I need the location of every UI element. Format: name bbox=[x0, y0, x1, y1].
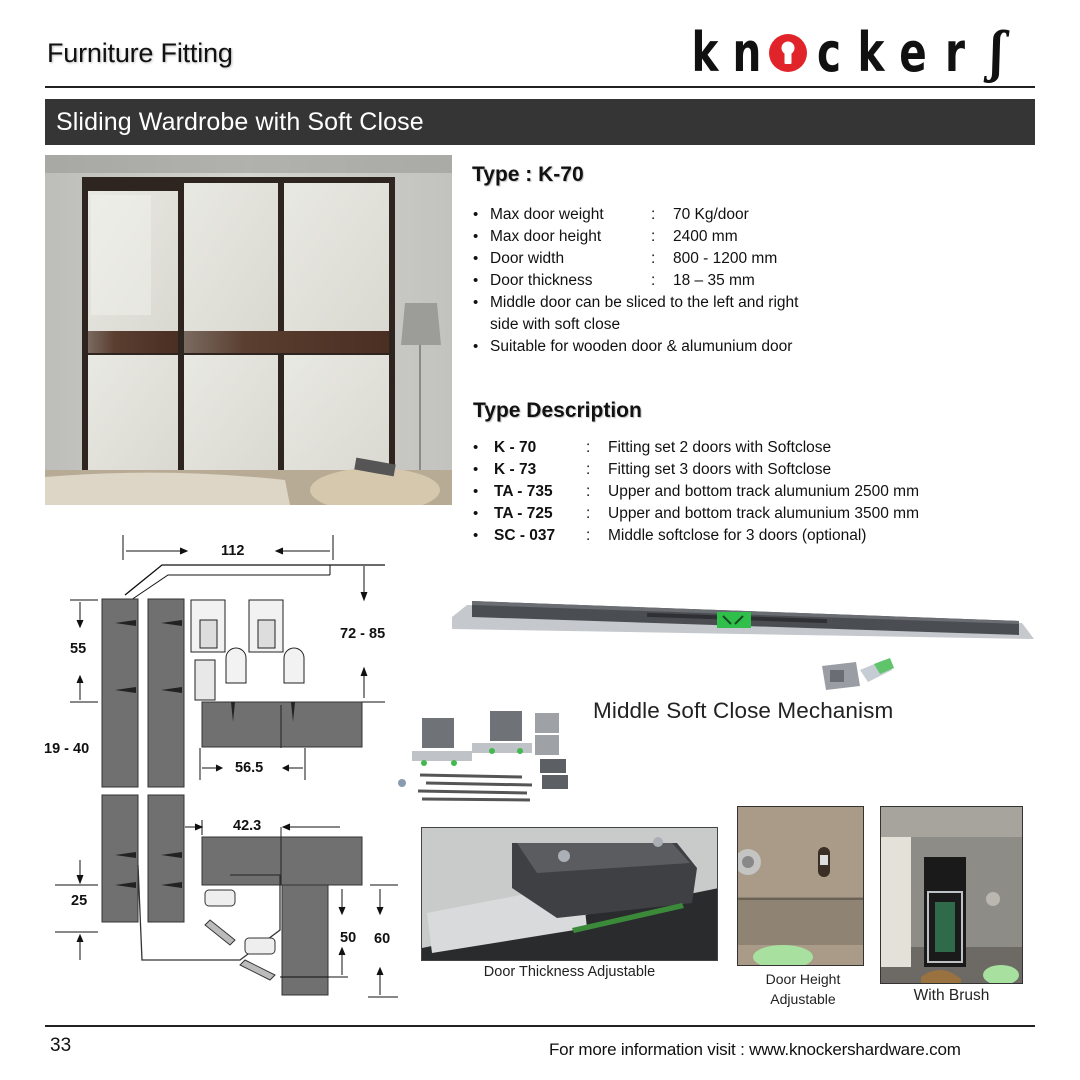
type-code: SC - 037 bbox=[494, 527, 556, 544]
type-code: K - 73 bbox=[494, 461, 537, 478]
spec-label: Max door weight bbox=[490, 206, 604, 223]
dim-track-offset: 56.5 bbox=[235, 760, 264, 776]
spec-item: Max door weight : 70 Kg/door bbox=[472, 204, 892, 226]
spec-colon: : bbox=[651, 206, 656, 223]
page-number: 33 bbox=[50, 1035, 72, 1056]
dim-bottom-offset: 42.3 bbox=[233, 818, 262, 834]
type-item: SC - 037 : Middle softclose for 3 doors … bbox=[472, 525, 992, 547]
spec-item: Door thickness : 18 – 35 mm bbox=[472, 270, 892, 292]
spec-note: Middle door can be sliced to the left an… bbox=[472, 292, 892, 336]
logo-letter-k2: k bbox=[857, 21, 885, 85]
spec-item: Max door height : 2400 mm bbox=[472, 226, 892, 248]
type-desc: Fitting set 2 doors with Softclose bbox=[608, 439, 832, 456]
type-code: TA - 725 bbox=[494, 505, 553, 522]
type-description-title: Type Description bbox=[473, 399, 642, 422]
section-title-bar: Sliding Wardrobe with Soft Close bbox=[45, 99, 1035, 145]
type-colon: : bbox=[586, 527, 591, 544]
logo-letter-c: c bbox=[816, 21, 842, 85]
with-brush-photo bbox=[880, 806, 1023, 984]
spec-value: 18 – 35 mm bbox=[673, 272, 755, 289]
door-height-caption-line1: Door Height bbox=[765, 971, 841, 987]
logo-letter-k: k bbox=[691, 21, 719, 85]
spec-note-line2: side with soft close bbox=[490, 316, 621, 333]
spec-label: Max door height bbox=[490, 228, 602, 245]
type-code: TA - 735 bbox=[494, 483, 553, 500]
with-brush-caption: With Brush bbox=[913, 987, 990, 1004]
dim-door-thickness: 19 - 40 bbox=[44, 741, 90, 757]
fitting-kit-photo bbox=[392, 703, 588, 803]
technical-diagram: 112 72 - 85 55 19 - 40 56.5 42.3 25 50 6… bbox=[30, 530, 410, 1010]
spec-list: Max door weight : 70 Kg/door Max door he… bbox=[472, 204, 892, 358]
spec-note-line1: Middle door can be sliced to the left an… bbox=[490, 294, 799, 311]
dim-screw-spacing-top: 55 bbox=[70, 641, 87, 657]
logo-letter-n: n bbox=[732, 21, 762, 85]
type-item: TA - 725 : Upper and bottom track alumun… bbox=[472, 503, 992, 525]
spec-value: 2400 mm bbox=[673, 228, 738, 245]
footer-divider bbox=[45, 1025, 1035, 1027]
spec-label: Door width bbox=[490, 250, 565, 267]
logo-letter-e: e bbox=[899, 21, 927, 85]
website-info: For more information visit : www.knocker… bbox=[549, 1040, 961, 1059]
type-description-list: K - 70 : Fitting set 2 doors with Softcl… bbox=[472, 437, 992, 547]
spec-colon: : bbox=[651, 228, 656, 245]
type-colon: : bbox=[586, 483, 591, 500]
type-item: TA - 735 : Upper and bottom track alumun… bbox=[472, 481, 992, 503]
spec-note-text: Suitable for wooden door & alumunium doo… bbox=[490, 338, 793, 355]
spec-colon: : bbox=[651, 250, 656, 267]
dim-bottom-inner-height: 50 bbox=[340, 930, 357, 946]
door-height-caption-line2: Adjustable bbox=[770, 991, 836, 1007]
door-thickness-photo bbox=[421, 827, 718, 961]
type-item: K - 73 : Fitting set 3 doors with Softcl… bbox=[472, 459, 992, 481]
logo-letter-s: ʃ bbox=[990, 20, 1004, 85]
door-height-caption: Door Height Adjustable bbox=[737, 969, 869, 1009]
spec-note-text: Middle door can be sliced to the left an… bbox=[490, 292, 870, 336]
keyhole-icon bbox=[766, 31, 810, 75]
dim-top-width: 112 bbox=[221, 543, 245, 559]
door-thickness-caption: Door Thickness Adjustable bbox=[483, 964, 656, 980]
soft-close-track-image bbox=[447, 597, 1034, 645]
brand-logo: k n c k e r ʃ bbox=[684, 20, 1018, 85]
spec-value: 800 - 1200 mm bbox=[673, 250, 778, 267]
spec-item: Door width : 800 - 1200 mm bbox=[472, 248, 892, 270]
logo-letter-r: r bbox=[944, 21, 966, 85]
page-title: Furniture Fitting bbox=[47, 38, 233, 68]
soft-close-clip-image bbox=[816, 656, 896, 692]
spec-label: Door thickness bbox=[490, 272, 593, 289]
spec-value: 70 Kg/door bbox=[673, 206, 749, 223]
mechanism-caption: Middle Soft Close Mechanism bbox=[593, 698, 894, 723]
door-height-photo bbox=[737, 806, 864, 966]
type-colon: : bbox=[586, 505, 591, 522]
spec-type-title: Type : K-70 bbox=[472, 163, 584, 186]
header-divider bbox=[45, 86, 1035, 88]
type-code: K - 70 bbox=[494, 439, 537, 456]
spec-colon: : bbox=[651, 272, 656, 289]
type-desc: Upper and bottom track alumunium 2500 mm bbox=[608, 483, 920, 500]
dim-screw-spacing-bottom: 25 bbox=[71, 893, 88, 909]
type-desc: Middle softclose for 3 doors (optional) bbox=[608, 527, 867, 544]
wardrobe-photo bbox=[45, 155, 452, 505]
spec-note: Suitable for wooden door & alumunium doo… bbox=[472, 336, 892, 358]
type-item: K - 70 : Fitting set 2 doors with Softcl… bbox=[472, 437, 992, 459]
type-desc: Upper and bottom track alumunium 3500 mm bbox=[608, 505, 920, 522]
type-colon: : bbox=[586, 461, 591, 478]
type-colon: : bbox=[586, 439, 591, 456]
dim-top-height: 72 - 85 bbox=[340, 626, 386, 642]
type-desc: Fitting set 3 doors with Softclose bbox=[608, 461, 832, 478]
dim-bottom-outer-height: 60 bbox=[374, 931, 391, 947]
